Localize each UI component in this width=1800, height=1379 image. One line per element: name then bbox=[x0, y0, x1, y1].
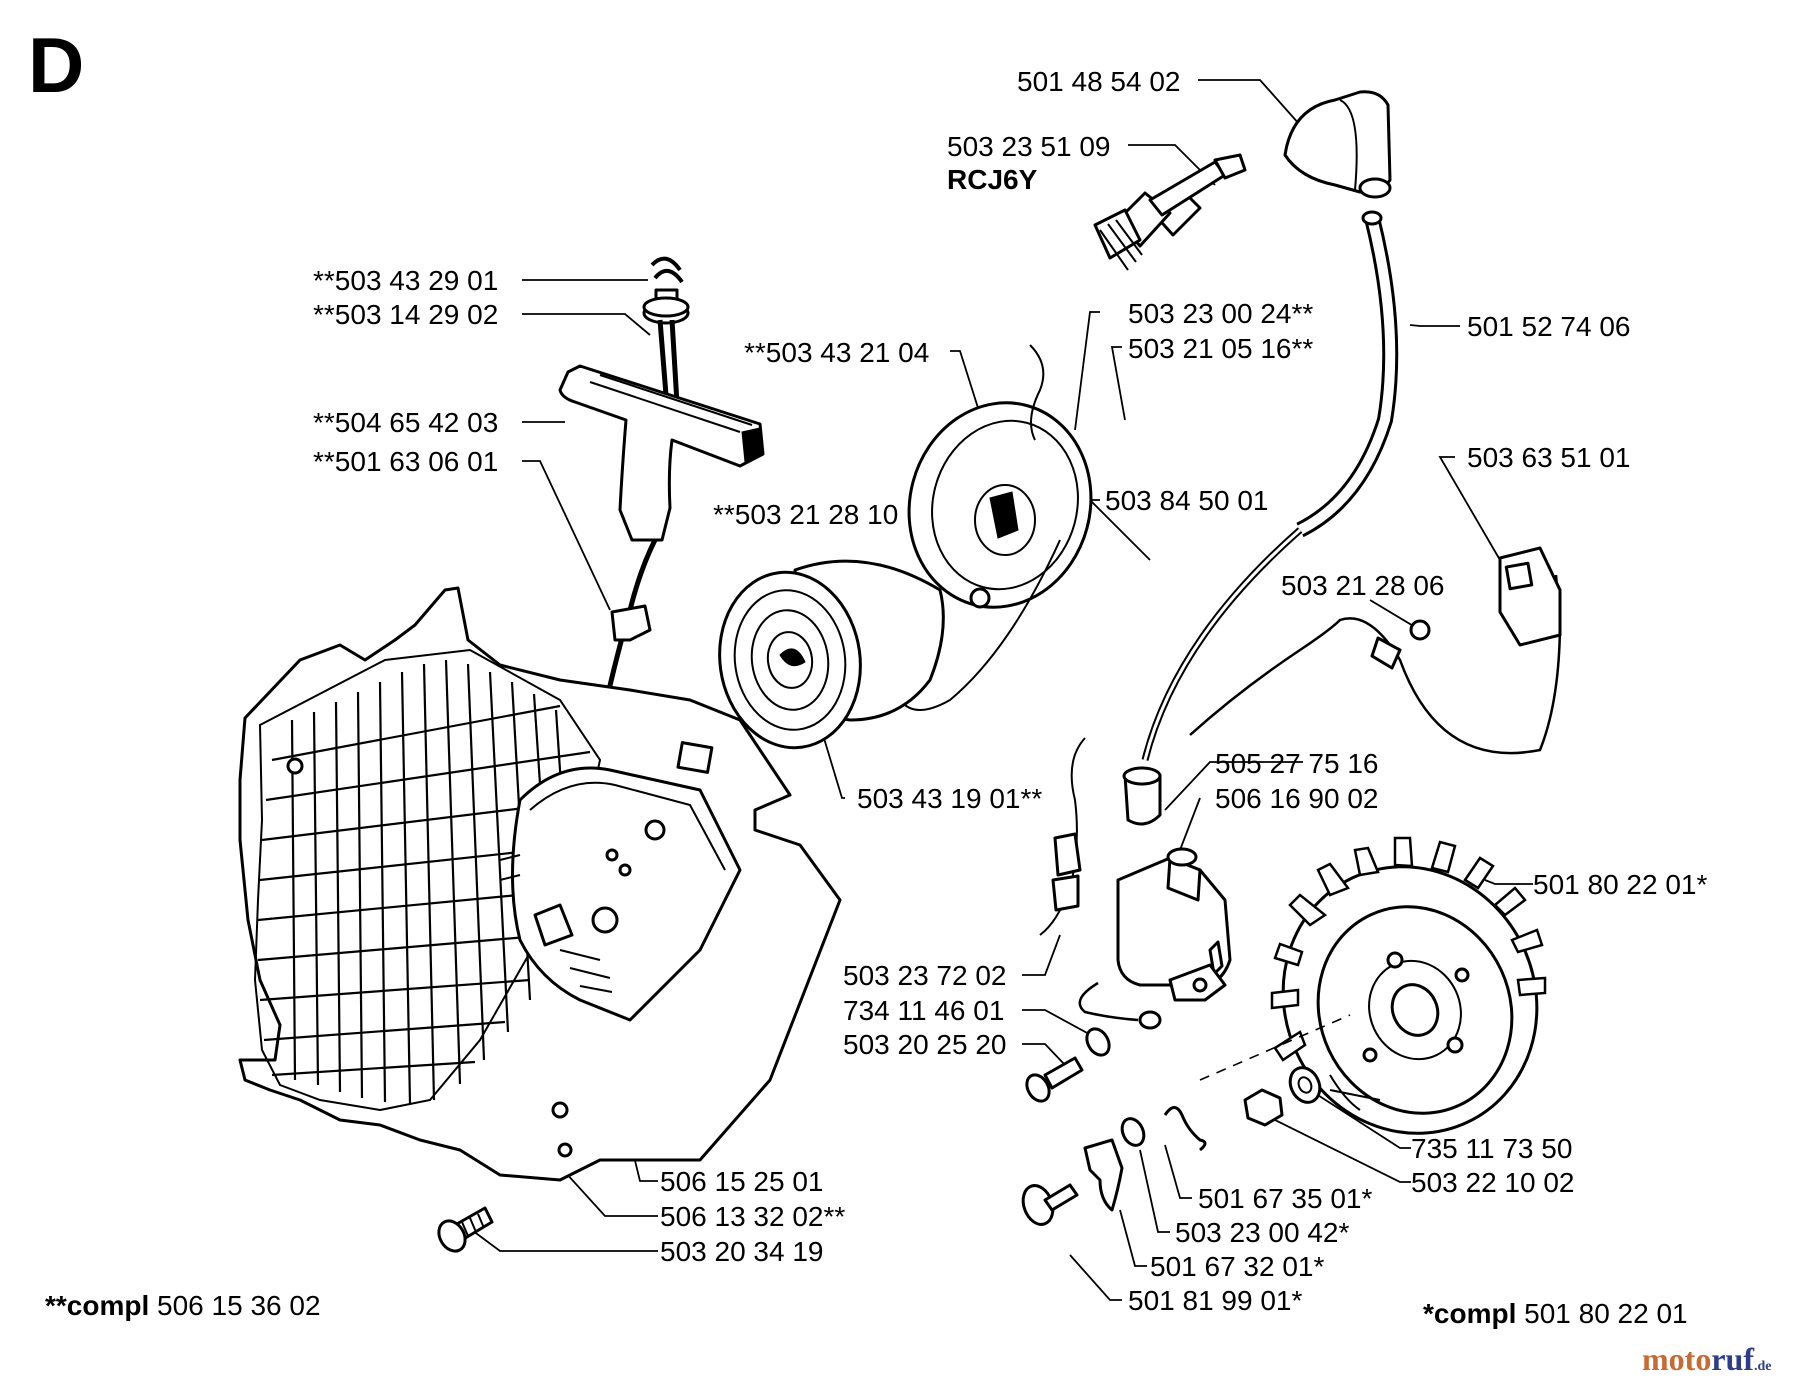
part-label: 501 80 22 01* bbox=[1533, 869, 1708, 900]
compl-number: 506 15 36 02 bbox=[157, 1290, 321, 1321]
leader-l06 bbox=[1074, 311, 1100, 431]
ignition-module bbox=[1039, 737, 1232, 1030]
part-label: **503 21 28 10 bbox=[713, 499, 899, 530]
watermark-logo: motoruf.de bbox=[1642, 1343, 1771, 1375]
flywheel-hardware bbox=[1021, 1014, 1351, 1226]
leader-l23 bbox=[1309, 1089, 1411, 1149]
part-label: 503 23 72 02 bbox=[843, 960, 1007, 991]
stop-switch-assembly bbox=[1189, 546, 1562, 755]
part-label: 503 84 50 01 bbox=[1105, 485, 1269, 516]
cover-screw bbox=[437, 1206, 494, 1253]
leader-l17 bbox=[1179, 797, 1201, 851]
leader-l24 bbox=[1264, 1114, 1411, 1183]
leader-l12 bbox=[1438, 456, 1501, 561]
part-label: 501 67 32 01* bbox=[1150, 1251, 1325, 1282]
part-label: 503 23 00 24** bbox=[1128, 298, 1314, 329]
part-label: 501 81 99 01* bbox=[1128, 1285, 1303, 1316]
compl-number: 501 80 22 01 bbox=[1524, 1298, 1688, 1329]
part-label: 503 21 05 16** bbox=[1128, 333, 1314, 364]
leader-l29 bbox=[464, 1224, 658, 1252]
leader-l08 bbox=[1409, 324, 1460, 327]
compl-note-left: **compl 506 15 36 02 bbox=[45, 1292, 321, 1320]
part-label: 734 11 46 01 bbox=[843, 995, 1005, 1026]
part-label: 503 21 28 06 bbox=[1281, 570, 1445, 601]
leader-l20 bbox=[1022, 934, 1061, 976]
leader-l01 bbox=[1198, 79, 1301, 126]
flywheel bbox=[1270, 836, 1547, 1135]
part-label: 503 63 51 01 bbox=[1467, 442, 1631, 473]
watermark-part: .de bbox=[1753, 1359, 1772, 1374]
part-label: 503 23 51 09 bbox=[947, 131, 1111, 162]
part-label: 503 22 10 02 bbox=[1411, 1167, 1575, 1198]
leader-l19 bbox=[1484, 879, 1533, 885]
part-label: 506 13 32 02** bbox=[660, 1201, 846, 1232]
ignition-lead bbox=[1141, 210, 1399, 761]
part-label: **504 65 42 03 bbox=[313, 407, 499, 438]
leader-l07 bbox=[1110, 346, 1126, 421]
leader-l09 bbox=[950, 350, 986, 431]
watermark-part: moto bbox=[1642, 1341, 1712, 1377]
spark-plug-cap bbox=[1283, 90, 1392, 199]
part-label: 505 27 75 16 bbox=[1215, 748, 1379, 779]
leader-l22 bbox=[1022, 1043, 1066, 1066]
leader-l11 bbox=[522, 460, 611, 611]
leader-l31 bbox=[1069, 1254, 1122, 1301]
part-label: **503 43 29 01 bbox=[313, 265, 499, 296]
module-hardware bbox=[1025, 1027, 1111, 1103]
part-label: **503 43 21 04 bbox=[744, 337, 930, 368]
leader-l30 bbox=[1119, 1209, 1147, 1267]
leader-l25 bbox=[1164, 1144, 1192, 1199]
leader-l18 bbox=[819, 724, 845, 799]
starter-cover bbox=[238, 586, 842, 1182]
starter-spring-housing bbox=[718, 559, 991, 750]
leader-l16 bbox=[1164, 761, 1303, 811]
leader-l21 bbox=[1022, 1009, 1101, 1041]
part-label: **501 63 06 01 bbox=[313, 446, 499, 477]
leader-l28 bbox=[1139, 1149, 1170, 1233]
part-label: 735 11 73 50 bbox=[1411, 1133, 1573, 1164]
part-label: 503 23 00 42* bbox=[1175, 1217, 1350, 1248]
part-label: 506 15 25 01 bbox=[660, 1166, 824, 1197]
spark-plug-type-label: RCJ6Y bbox=[947, 164, 1038, 195]
part-label: 503 43 19 01** bbox=[857, 783, 1043, 814]
compl-note-right: *compl 501 80 22 01 bbox=[1423, 1300, 1688, 1328]
section-letter: D bbox=[28, 21, 85, 109]
part-label: **503 14 29 02 bbox=[313, 299, 499, 330]
compl-prefix: *compl bbox=[1423, 1298, 1517, 1329]
part-label: 503 20 25 20 bbox=[843, 1029, 1007, 1060]
part-label: 501 48 54 02 bbox=[1017, 66, 1181, 97]
part-label: 503 20 34 19 bbox=[660, 1236, 824, 1267]
leader-l05 bbox=[522, 313, 651, 336]
spark-plug bbox=[1093, 153, 1247, 271]
part-label: 501 52 74 06 bbox=[1467, 311, 1631, 342]
watermark-part: ruf bbox=[1711, 1341, 1754, 1377]
compl-prefix: **compl bbox=[45, 1290, 150, 1321]
part-label: 506 16 90 02 bbox=[1215, 783, 1379, 814]
part-label: 501 67 35 01* bbox=[1198, 1183, 1373, 1214]
